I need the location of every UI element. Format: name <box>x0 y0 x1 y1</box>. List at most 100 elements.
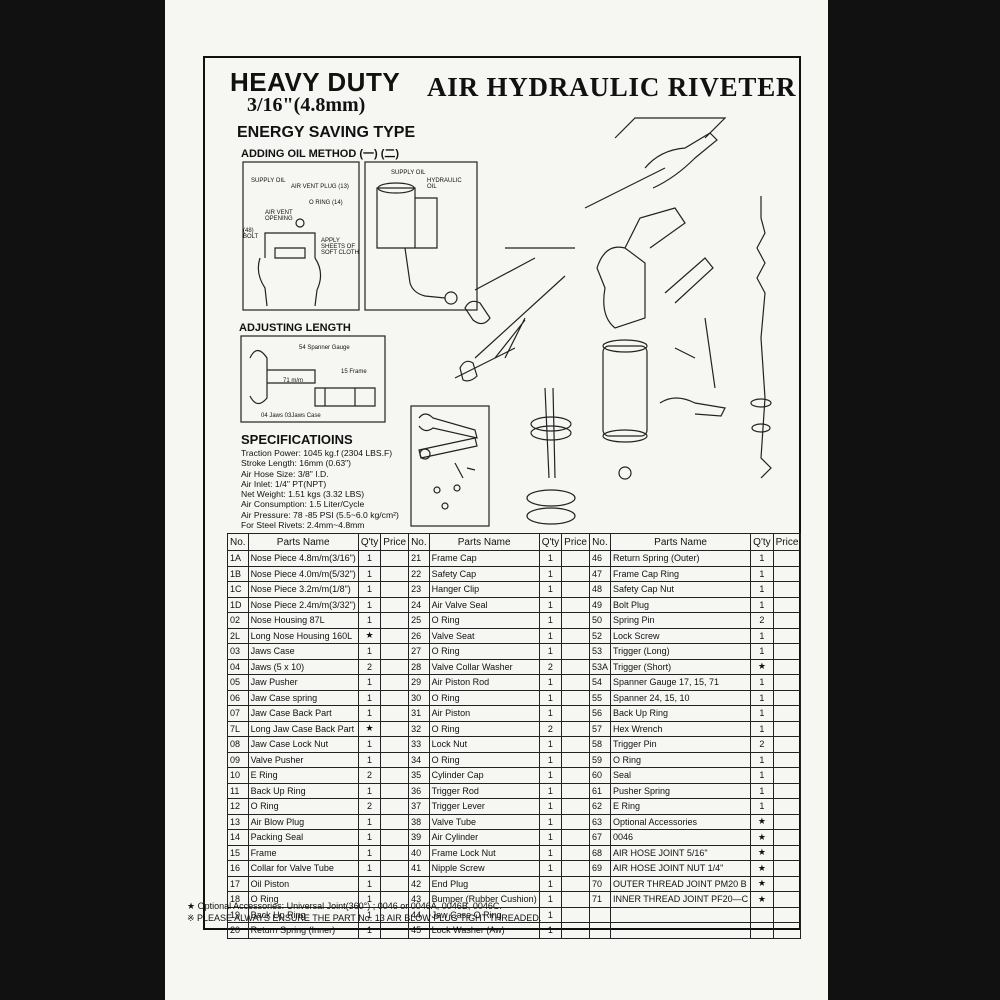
header-parts-name: Parts Name <box>428 533 540 551</box>
part-number: 70 <box>588 875 611 892</box>
part-qty: 1 <box>357 565 382 582</box>
part-name: Back Up Ring <box>609 705 752 722</box>
part-number: 32 <box>408 720 430 737</box>
part-number: 52 <box>588 627 611 644</box>
part-price <box>772 751 802 768</box>
part-number: 17 <box>227 875 249 892</box>
part-number: 62 <box>588 798 611 815</box>
part-number: 71 <box>588 891 611 908</box>
part-qty: 1 <box>750 689 774 706</box>
part-price <box>772 705 802 722</box>
header-qty: Q'ty <box>357 533 382 551</box>
part-qty: 1 <box>357 689 382 706</box>
part-price <box>772 782 802 799</box>
diagram-label: HYDRAULIC OIL <box>427 178 462 190</box>
part-name: Lock Screw <box>609 627 752 644</box>
part-qty: 1 <box>750 798 774 815</box>
part-qty <box>750 922 774 939</box>
part-number: 56 <box>588 705 611 722</box>
size-heading: 3/16"(4.8mm) <box>247 94 366 116</box>
part-name: Air Valve Seal <box>428 596 540 613</box>
part-name: Optional Accessories <box>609 813 752 830</box>
part-number: 1B <box>227 565 249 582</box>
part-name: Return Spring (Outer) <box>609 550 752 567</box>
part-price <box>772 627 802 644</box>
part-price <box>772 860 802 877</box>
part-number: 24 <box>408 596 430 613</box>
part-qty: 1 <box>357 860 382 877</box>
part-qty: 1 <box>538 751 563 768</box>
part-name: Cylinder Cap <box>428 767 540 784</box>
part-name: Air Cylinder <box>428 829 540 846</box>
part-number: 38 <box>408 813 430 830</box>
part-price <box>561 736 590 753</box>
adding-oil-heading: ADDING OIL METHOD (一) (二) <box>241 148 400 160</box>
part-name: AIR HOSE JOINT NUT 1/4" <box>609 860 752 877</box>
part-number: 15 <box>227 844 249 861</box>
part-name: Trigger (Short) <box>609 658 752 675</box>
part-number: 04 <box>227 658 249 675</box>
spec-line: For Steel Rivets: 2.4mm~4.8mm <box>241 520 365 531</box>
part-price <box>380 798 410 815</box>
part-price <box>380 565 410 582</box>
part-qty: ★ <box>357 627 382 644</box>
spec-line: Net Weight: 1.51 kgs (3.32 LBS) <box>241 489 365 500</box>
manual-frame: HEAVY DUTY 3/16"(4.8mm) AIR HYDRAULIC RI… <box>203 56 802 939</box>
part-name: Valve Pusher <box>247 751 359 768</box>
part-name: Nipple Screw <box>428 860 540 877</box>
part-number: 49 <box>588 596 611 613</box>
part-name: Hanger Clip <box>428 581 540 598</box>
part-number: 06 <box>227 689 249 706</box>
part-name: Jaw Case Lock Nut <box>247 736 359 753</box>
part-qty: 1 <box>538 736 563 753</box>
part-price <box>561 798 590 815</box>
part-price <box>561 829 590 846</box>
spec-line: Traction Power: 1045 kg.f (2304 LBS.F) <box>241 448 393 458</box>
part-qty: 1 <box>538 875 563 892</box>
part-name: Pusher Spring <box>609 782 752 799</box>
part-price <box>561 705 590 722</box>
spec-line: Air Inlet: 1/4" PT(NPT) <box>241 478 327 489</box>
part-number: 03 <box>227 643 249 660</box>
specifications-heading: SPECIFICATIOINS <box>241 432 353 447</box>
part-qty: ★ <box>750 860 774 877</box>
part-number: 23 <box>408 581 430 598</box>
part-number: 10 <box>227 767 249 784</box>
part-price <box>380 829 410 846</box>
part-qty: 1 <box>538 782 563 799</box>
part-number <box>588 922 611 939</box>
part-qty: 2 <box>357 658 382 675</box>
part-name: Valve Tube <box>428 813 540 830</box>
part-qty: ★ <box>750 813 774 830</box>
part-price <box>772 565 802 582</box>
part-price <box>772 643 802 660</box>
part-price <box>380 689 410 706</box>
part-price <box>772 612 802 629</box>
part-price <box>561 782 590 799</box>
part-name: Jaw Case Back Part <box>247 705 359 722</box>
part-number: 68 <box>588 844 611 861</box>
part-price <box>561 674 590 691</box>
part-number: 21 <box>408 550 430 567</box>
part-price <box>561 860 590 877</box>
part-number: 34 <box>408 751 430 768</box>
part-number: 42 <box>408 875 430 892</box>
part-name: INNER THREAD JOINT PF20—C <box>609 891 752 908</box>
diagram-label: 15 Frame <box>341 369 367 375</box>
part-name: Spanner 24, 15, 10 <box>609 689 752 706</box>
part-qty: 1 <box>357 550 382 567</box>
part-price <box>772 581 802 598</box>
oil-method-one-box <box>242 161 360 311</box>
part-qty: 1 <box>538 922 563 939</box>
part-qty: 1 <box>538 767 563 784</box>
part-qty: 1 <box>538 798 563 815</box>
part-price <box>561 643 590 660</box>
optional-accessories-note: ★ Optional Accessories: Universal Joint(… <box>187 901 502 911</box>
part-qty: ★ <box>750 875 774 892</box>
part-price <box>561 891 590 908</box>
